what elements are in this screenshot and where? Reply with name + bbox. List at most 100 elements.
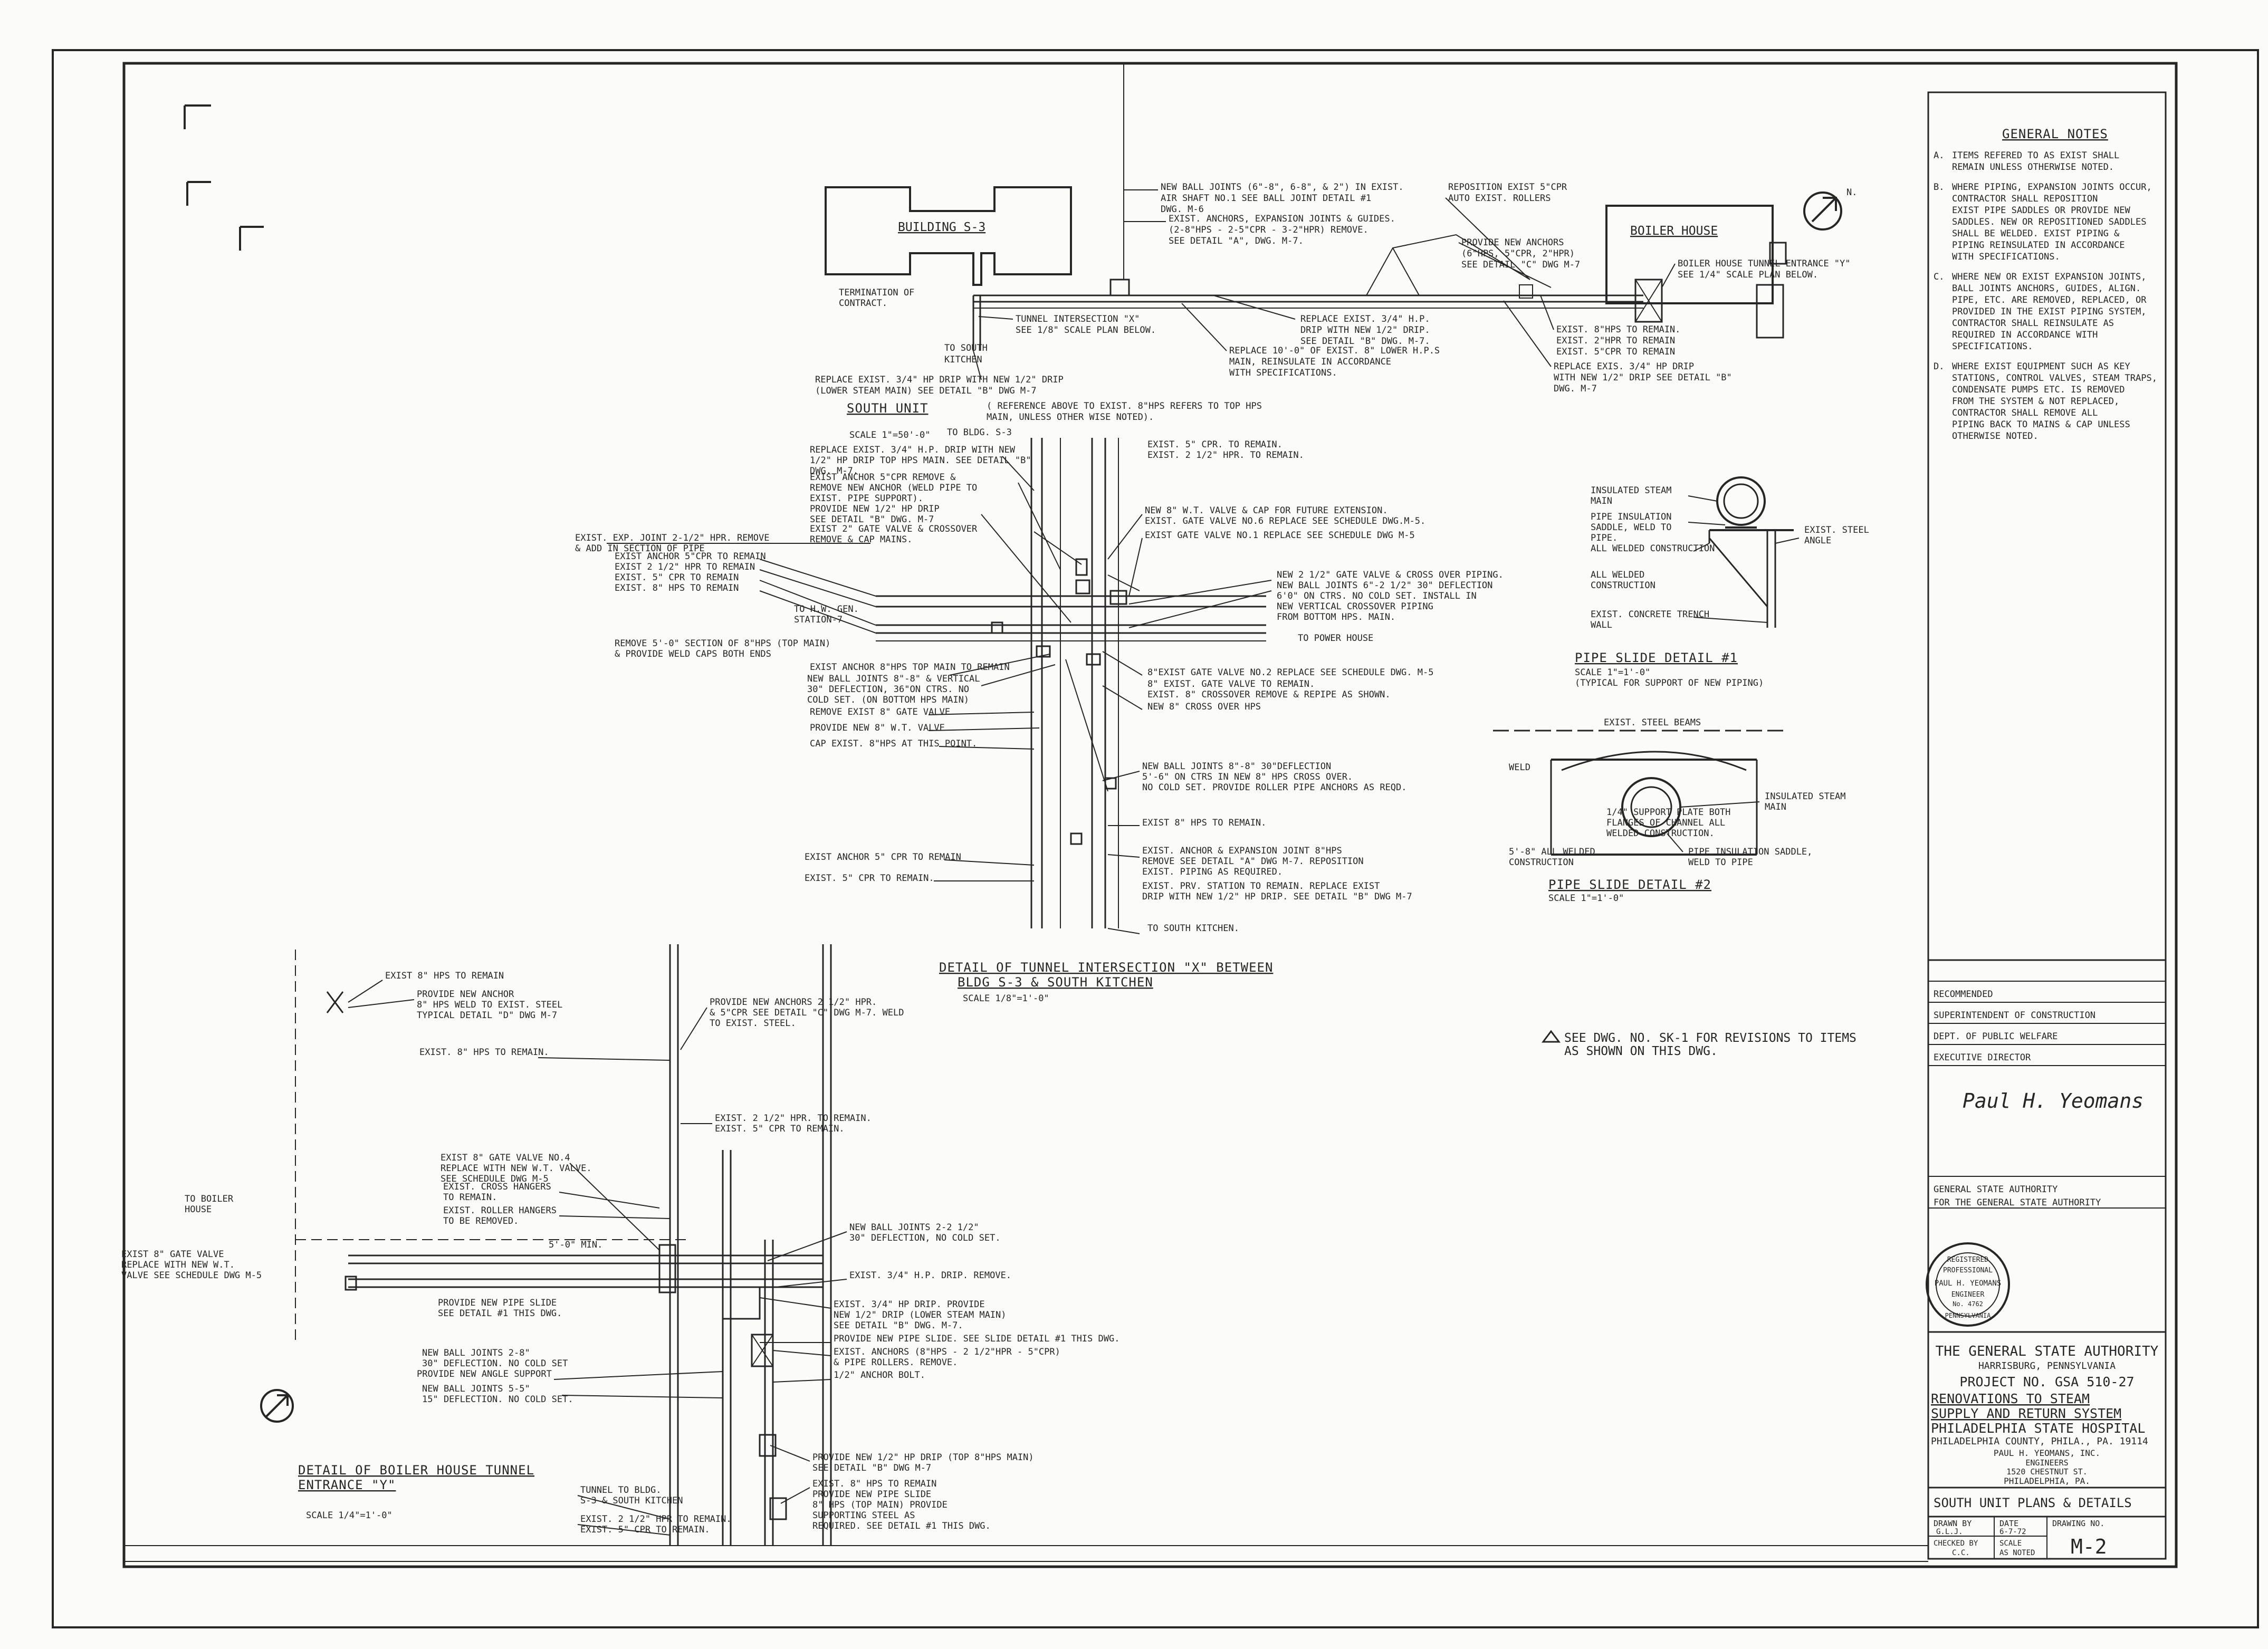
leader-line: [759, 569, 876, 607]
tunnel-y-title: DETAIL OF BOILER HOUSE TUNNEL: [298, 1463, 534, 1478]
leader-line: [1107, 514, 1143, 560]
site-plan-note: (2-8"HPS - 2-5"CPR - 3-2"HPR) REMOVE.: [1169, 225, 1369, 235]
svg-text:DRAWN BY: DRAWN BY: [1934, 1519, 1972, 1528]
site-plan-note: REPLACE EXIST. 3/4" HP DRIP WITH NEW 1/2…: [815, 375, 1064, 385]
tunnel-y-note: NEW BALL JOINTS 2-8": [422, 1348, 530, 1358]
slide-2-label: MAIN: [1765, 802, 1786, 812]
leader-line: [770, 1445, 810, 1462]
slide-2-label: FLANGES OF CHANNEL ALL: [1606, 818, 1725, 828]
svg-text:REGISTERED: REGISTERED: [1947, 1256, 1988, 1264]
svg-text:ENGINEERS: ENGINEERS: [2025, 1458, 2068, 1468]
slide-1-label: SADDLE, WELD TO: [1591, 522, 1672, 533]
slide-1-label: CONSTRUCTION: [1591, 580, 1655, 591]
tunnel-y-note: SEE DETAIL "B" DWG M-7: [812, 1463, 931, 1473]
tunnel-y-note: TO EXIST. STEEL.: [710, 1018, 796, 1029]
tunnel-y-note: 15" DEFLECTION. NO COLD SET.: [422, 1394, 573, 1405]
leader-line: [772, 1379, 831, 1383]
corner-marks: [184, 104, 264, 251]
tunnel-x-note: PROVIDE NEW 1/2" HP DRIP: [810, 504, 940, 514]
north-arrow-icon-2: [260, 1389, 294, 1423]
svg-text:DATE: DATE: [1999, 1519, 2018, 1528]
tunnel-y-note: VALVE SEE SCHEDULE DWG M-5: [121, 1270, 262, 1281]
site-plan-note: WITH SPECIFICATIONS.: [1229, 368, 1337, 378]
tunnel-y-note: REQUIRED. SEE DETAIL #1 THIS DWG.: [812, 1521, 991, 1531]
leader-line: [939, 746, 1035, 750]
general-note-line: PIPING REINSULATED IN ACCORDANCE: [1952, 240, 2125, 251]
authority: THE GENERAL STATE AUTHORITY: [1936, 1344, 2159, 1359]
site-plan-note: PROVIDE NEW ANCHORS: [1461, 237, 1564, 248]
tunnel-y-note: 30" DEFLECTION, NO COLD SET.: [849, 1233, 1001, 1243]
site-plan-note: MAIN, REINSULATE IN ACCORDANCE: [1229, 357, 1391, 367]
tunnel-x-note: EXIST. PRV. STATION TO REMAIN. REPLACE E…: [1142, 881, 1380, 891]
leader-line: [1128, 580, 1272, 605]
site-plan-note: NEW BALL JOINTS (6"-8", 6-8", & 2") IN E…: [1161, 182, 1404, 193]
boiler-house-outline: [1605, 205, 1774, 304]
leader-line: [1181, 303, 1227, 351]
pipe-slide-detail-2: PIPE SLIDE DETAIL #2 SCALE 1"=1'-0" EXIS…: [1493, 717, 1846, 904]
tunnel-y-note: EXIST 8" HPS TO REMAIN: [385, 971, 504, 981]
leader-line: [538, 1057, 671, 1061]
tunnel-y-note: HOUSE: [185, 1204, 212, 1215]
site-plan-note: BOILER HOUSE TUNNEL ENTRANCE "Y": [1678, 258, 1851, 269]
tunnel-x-note: EXIST ANCHOR 5" CPR TO REMAIN: [805, 852, 961, 862]
slide-2-label: PIPE INSULATION SADDLE,: [1688, 847, 1812, 857]
to-south-kitchen-label: KITCHEN: [944, 354, 982, 365]
tunnel-x-note: NEW BALL JOINTS 6"-2 1/2" 30" DEFLECTION: [1277, 580, 1492, 591]
tunnel-y-note: PROVIDE NEW 1/2" HP DRIP (TOP 8"HPS MAIN…: [812, 1452, 1034, 1463]
tunnel-x-note: EXIST. 2 1/2" HPR. TO REMAIN.: [1147, 450, 1304, 461]
site-plan-note: (LOWER STEAM MAIN) SEE DETAIL "B" DWG M-…: [815, 386, 1037, 396]
site-plan-note: DRIP WITH NEW 1/2" DRIP.: [1300, 325, 1430, 335]
tunnel-x-note: EXIST. EXP. JOINT 2-1/2" HPR. REMOVE: [575, 533, 769, 543]
svg-text:SCALE 1"=1'-0": SCALE 1"=1'-0": [1548, 893, 1624, 904]
tunnel-y-note: REPLACE WITH NEW W.T.: [121, 1260, 235, 1270]
general-note-line: CONTRACTOR SHALL REPOSITION: [1952, 194, 2098, 204]
leader-line: [759, 559, 876, 597]
leader-line: [772, 1350, 831, 1356]
general-notes: GENERAL NOTES A.ITEMS REFERED TO AS EXIS…: [1934, 127, 2157, 442]
tunnel-y-note: TO REMAIN.: [443, 1192, 497, 1203]
general-note-number: D.: [1934, 361, 1944, 372]
tunnel-y-note: TO BOILER: [185, 1194, 234, 1204]
tunnel-x-note: DRIP WITH NEW 1/2" HP DRIP. SEE DETAIL "…: [1142, 891, 1412, 902]
tunnel-y-notes: EXIST 8" HPS TO REMAIN PROVIDE NEW ANCHOR…: [121, 971, 1119, 1535]
revision-note: SEE DWG. NO. SK-1 FOR REVISIONS TO ITEMS…: [1542, 1030, 1856, 1058]
tunnel-x-note: EXIST. 5" CPR TO REMAIN.: [805, 873, 934, 884]
boiler-house-label: BOILER HOUSE: [1630, 224, 1718, 238]
site-plan-note: EXIST. 8"HPS TO REMAIN.: [1556, 324, 1680, 335]
tunnel-x-note: REMOVE EXIST 8" GATE VALVE: [810, 707, 950, 717]
site-plan-note: SEE 1/4" SCALE PLAN BELOW.: [1678, 270, 1818, 280]
tunnel-x-detail: DETAIL OF TUNNEL INTERSECTION "X" BETWEE…: [575, 427, 1504, 1004]
tunnel-y-note: TYPICAL DETAIL "D" DWG M-7: [417, 1010, 557, 1021]
slide-2-label: WELD TO PIPE: [1688, 857, 1753, 868]
general-note-line: WITH SPECIFICATIONS.: [1952, 252, 2060, 262]
leader-line: [1128, 538, 1143, 597]
tunnel-x-note: EXIST. ANCHOR & EXPANSION JOINT 8"HPS: [1142, 846, 1342, 856]
leader-line: [1688, 495, 1718, 502]
south-unit-scale: SCALE 1"=50'-0": [849, 430, 931, 440]
tunnel-y-note: PROVIDE NEW PIPE SLIDE: [438, 1298, 557, 1308]
tunnel-y-note: PROVIDE NEW PIPE SLIDE: [812, 1489, 931, 1500]
leader-line: [944, 859, 1035, 866]
termination-note: CONTRACT.: [839, 298, 887, 309]
general-note-line: PIPE, ETC. ARE REMOVED, REPLACED, OR: [1952, 295, 2147, 305]
leader-line: [1107, 854, 1140, 858]
tunnel-x-note: FROM BOTTOM HPS. MAIN.: [1277, 612, 1395, 622]
tunnel-x-note: REMOVE & CAP MAINS.: [810, 534, 912, 545]
tunnel-y-note: EXIST. 3/4" HP DRIP. PROVIDE: [834, 1299, 985, 1310]
leader-line: [1775, 538, 1800, 544]
slide-2-label: 1/4" SUPPORT PLATE BOTH: [1606, 807, 1730, 818]
tunnel-x-note: 30" DEFLECTION, 36"ON CTRS. NO: [807, 684, 969, 695]
tunnel-y-note: & 5"CPR SEE DETAIL "C" DWG M-7. WELD: [710, 1008, 904, 1018]
tunnel-y-note: PROVIDE NEW ANCHORS 2 1/2" HPR.: [710, 997, 877, 1008]
tunnel-x-note: EXIST. GATE VALVE NO.6 REPLACE SEE SCHED…: [1145, 516, 1425, 526]
tunnel-y-note: TO BE REMOVED.: [443, 1216, 519, 1226]
general-note-line: STATIONS, CONTROL VALVES, STEAM TRAPS,: [1952, 373, 2157, 384]
slide-1-label: ALL WELDED: [1591, 570, 1644, 580]
approval-line: EXECUTIVE DIRECTOR: [1934, 1052, 2031, 1063]
site-plan-leaders: [973, 189, 1676, 380]
leader-line: [559, 1192, 660, 1209]
leader-line: [978, 316, 1013, 320]
leader-line: [1102, 651, 1143, 676]
